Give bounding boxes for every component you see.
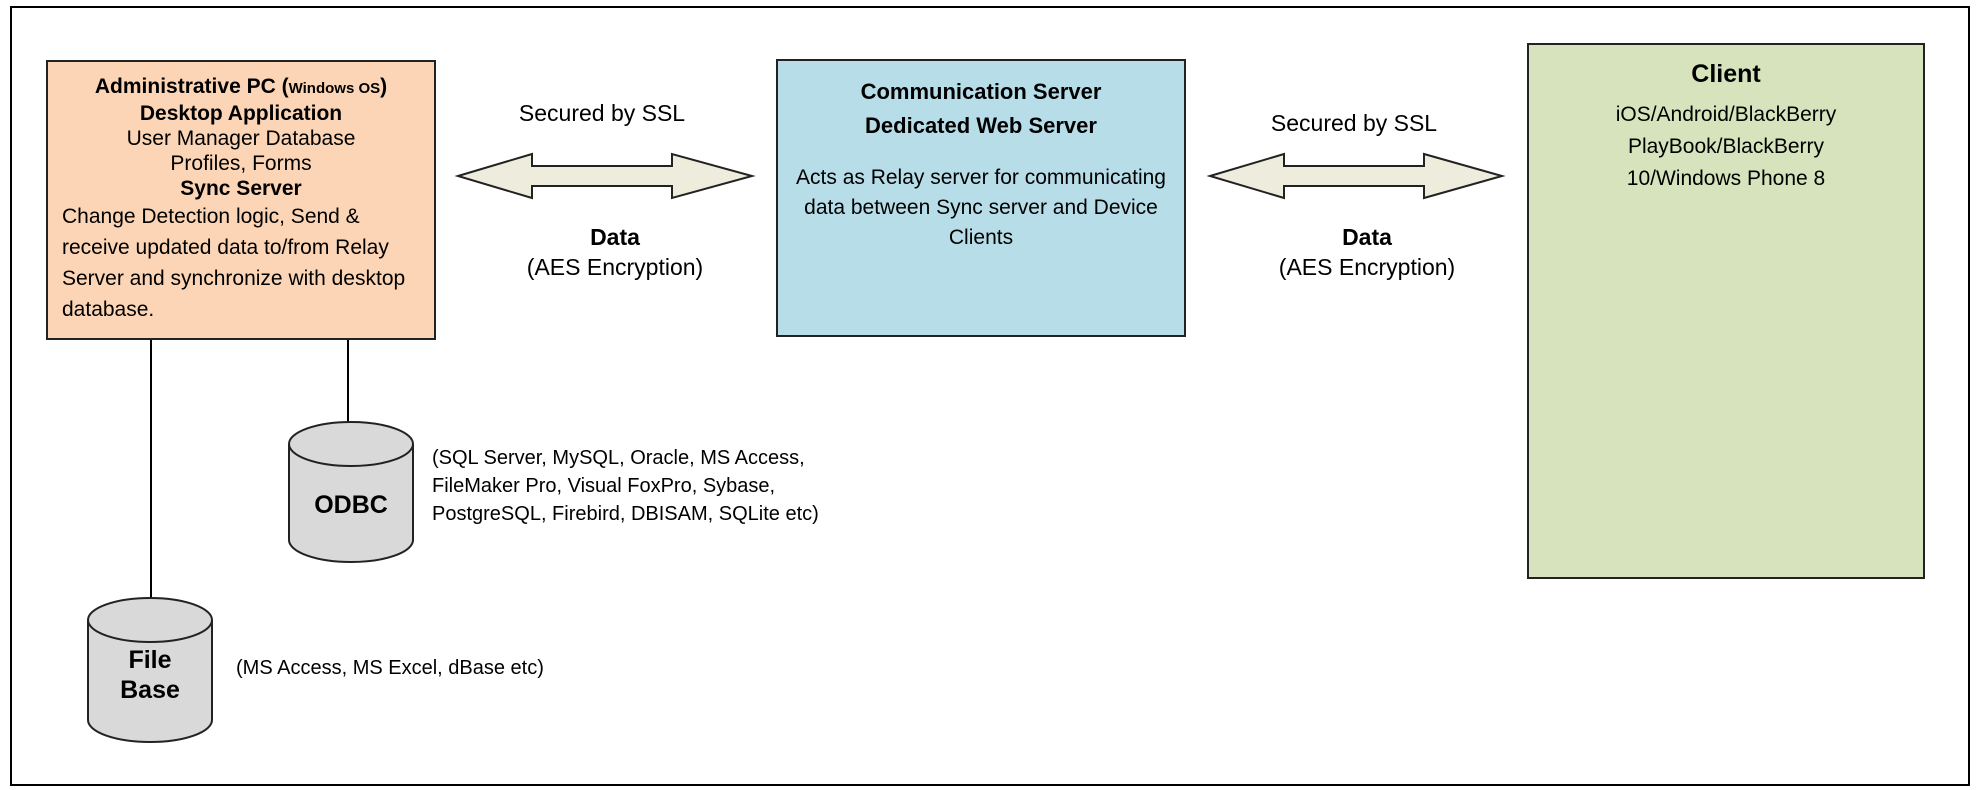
odbc-cylinder	[288, 421, 414, 563]
left-link-data-title: Data	[590, 224, 640, 250]
desktop-app-title: Desktop Application	[139, 102, 343, 125]
filebase-label-line2: Base	[120, 676, 180, 704]
sync-server-desc: Change Detection logic, Send & receive u…	[62, 205, 406, 321]
desktop-app-line2: Profiles, Forms	[170, 152, 312, 175]
client-box: Client iOS/Android/BlackBerry PlayBook/B…	[1527, 43, 1925, 579]
odbc-note-line1: (SQL Server, MySQL, Oracle, MS Access,	[432, 447, 805, 469]
filebase-label-line1: File	[128, 646, 172, 674]
comm-server-title1: Communication Server	[860, 79, 1102, 104]
left-link-data-label: Data (AES Encryption)	[470, 222, 760, 282]
right-link-ssl-label: Secured by SSL	[1270, 110, 1438, 136]
communication-server-box: Communication Server Dedicated Web Serve…	[776, 59, 1186, 337]
admin-pc-title: Administrative PC (Windows OS)	[94, 75, 388, 98]
client-desc: iOS/Android/BlackBerry PlayBook/BlackBer…	[1539, 99, 1913, 195]
right-link-data-title: Data	[1342, 224, 1392, 250]
admin-pc-box: Administrative PC (Windows OS) Desktop A…	[46, 60, 436, 340]
right-link-data-label: Data (AES Encryption)	[1222, 222, 1512, 282]
right-double-arrow	[1206, 152, 1506, 200]
left-link-encryption: (AES Encryption)	[526, 254, 704, 280]
comm-server-desc: Acts as Relay server for communicating d…	[796, 166, 1166, 249]
comm-server-title2: Dedicated Web Server	[865, 113, 1097, 138]
client-desc-line3: 10/Windows Phone 8	[1626, 167, 1826, 190]
odbc-note: (SQL Server, MySQL, Oracle, MS Access, F…	[432, 444, 819, 528]
sync-server-title: Sync Server	[180, 177, 302, 200]
filebase-label: File Base	[88, 645, 212, 705]
odbc-note-line2: FileMaker Pro, Visual FoxPro, Sybase,	[432, 475, 776, 497]
left-link-ssl-label: Secured by SSL	[518, 100, 686, 126]
filebase-note: (MS Access, MS Excel, dBase etc)	[236, 657, 544, 679]
client-desc-line2: PlayBook/BlackBerry	[1627, 135, 1825, 158]
client-title: Client	[1691, 60, 1761, 88]
diagram-frame	[10, 6, 1970, 786]
client-desc-line1: iOS/Android/BlackBerry	[1615, 103, 1837, 126]
desktop-app-line1: User Manager Database	[126, 127, 356, 150]
right-link-encryption: (AES Encryption)	[1278, 254, 1456, 280]
filebase-cylinder	[87, 597, 213, 743]
odbc-note-line3: PostgreSQL, Firebird, DBISAM, SQLite etc…	[432, 503, 819, 525]
odbc-label: ODBC	[314, 491, 388, 519]
left-double-arrow	[454, 152, 756, 200]
